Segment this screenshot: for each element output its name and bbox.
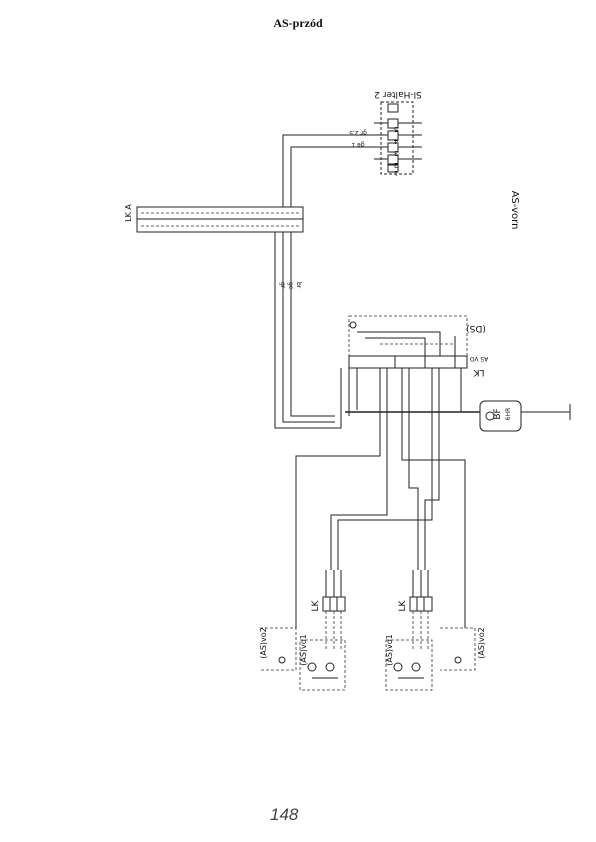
- lamp-as-vo2-left: [260, 605, 297, 671]
- as-vorn-label: AS-vorn: [509, 191, 520, 230]
- fuse-number-2: 2: [394, 161, 398, 169]
- wire-label-gr: gr: [279, 282, 286, 289]
- page-number: 148: [270, 805, 299, 824]
- bf-sensor: [479, 400, 571, 432]
- lamp-as-vo1-right: [385, 639, 433, 691]
- wire-label-ge: ge: [287, 282, 294, 290]
- fuse-number-4: 4: [393, 137, 398, 145]
- lk-a-wires: [274, 232, 335, 429]
- lk-label: LK: [472, 367, 484, 377]
- lamp-as-vo2-right: [440, 605, 476, 671]
- ds-switch: [348, 315, 468, 357]
- lk-left-label: LK: [311, 599, 321, 611]
- feed-wires: [282, 134, 374, 232]
- lk-connector: [348, 355, 468, 369]
- lk-a-label: LK A: [124, 204, 133, 222]
- fuse-1: [387, 164, 399, 173]
- fuse-holder: [374, 101, 422, 175]
- lk-left-connector: [322, 570, 346, 650]
- bf-label: BF: [493, 408, 503, 419]
- wire-label-br: br: [295, 282, 302, 289]
- bf-sub-label: 6HR: [505, 408, 512, 421]
- as-vo2-right-label: (AS)vo2: [477, 627, 486, 659]
- lk-wires: [295, 368, 490, 605]
- page-title: AS-przód: [273, 16, 323, 30]
- wire-label-ge1: ge 1: [351, 141, 364, 148]
- lk-right-label: LK: [398, 599, 408, 611]
- lamp-as-vo1-left: [299, 639, 346, 691]
- wire-label-gr25: gr 2,5: [349, 129, 367, 136]
- fuse-number-1: 1: [394, 169, 398, 176]
- lk-a-connector: [136, 206, 304, 233]
- as-vo-label: AS VO: [469, 355, 488, 362]
- as-vo1-left-label: (AS)vo1: [299, 634, 308, 666]
- fuse-number-5: 5: [394, 125, 398, 133]
- fuse-number-3: 3: [394, 149, 398, 157]
- si-halter-label: Sl-Halter 2: [374, 89, 422, 99]
- ds-label: (DS): [466, 323, 486, 333]
- as-vo2-left-label: (AS)vo2: [259, 627, 268, 659]
- lk-right-connector: [409, 570, 433, 650]
- as-vo1-right-label: (AS)vo1: [385, 634, 394, 666]
